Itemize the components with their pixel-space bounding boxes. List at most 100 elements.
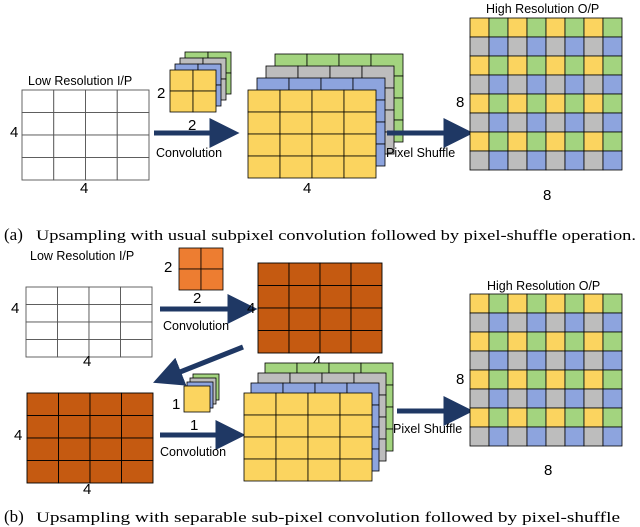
- b-map-width-label: 4: [83, 481, 91, 498]
- output-pixel: [488, 112, 509, 133]
- input-cell: [120, 304, 153, 323]
- output-pixel: [488, 17, 509, 38]
- output-pixel: [488, 369, 509, 390]
- map-cell: [58, 437, 91, 461]
- output-pixel: [545, 312, 566, 333]
- feature-cell: [319, 285, 352, 309]
- feature-cell-0: [307, 414, 341, 438]
- map-cell: [121, 415, 154, 439]
- map-cell: [26, 392, 59, 416]
- feature-cell-0: [343, 111, 377, 135]
- feature-cell: [350, 262, 383, 286]
- output-pixel: [526, 36, 547, 57]
- output-pixel: [507, 112, 528, 133]
- output-pixel: [602, 74, 623, 95]
- a-kernel-width-label: 2: [188, 117, 196, 134]
- output-pixel: [583, 36, 604, 57]
- b-caption-tag: (b): [4, 507, 24, 526]
- output-pixel: [545, 74, 566, 95]
- output-pixel: [564, 131, 585, 152]
- feature-cell-0: [311, 155, 345, 179]
- map-cell: [89, 460, 122, 484]
- output-pixel: [507, 407, 528, 428]
- output-pixel: [602, 369, 623, 390]
- input-cell: [116, 134, 150, 158]
- feature-cell: [319, 262, 352, 286]
- feature-cell: [319, 330, 352, 354]
- output-pixel: [564, 36, 585, 57]
- output-pixel: [507, 293, 528, 314]
- b-output-width-label: 8: [544, 462, 552, 479]
- map-cell: [58, 460, 91, 484]
- input-cell: [120, 321, 153, 340]
- input-cell: [85, 112, 118, 136]
- output-pixel: [602, 36, 623, 57]
- feature-cell-0: [247, 89, 281, 113]
- output-pixel: [545, 426, 566, 447]
- output-pixel: [526, 55, 547, 76]
- input-cell: [53, 134, 86, 158]
- feature-cell-0: [343, 133, 377, 157]
- map-cell: [89, 415, 122, 439]
- a-conv-label: Convolution: [156, 146, 222, 160]
- kernel-cell-0: [192, 90, 217, 113]
- output-pixel: [507, 93, 528, 114]
- feature-cell: [319, 307, 352, 331]
- output-pixel: [469, 150, 490, 171]
- output-pixel: [469, 74, 490, 95]
- output-pixel: [488, 93, 509, 114]
- output-pixel: [564, 331, 585, 352]
- output-pixel: [507, 369, 528, 390]
- output-pixel: [545, 369, 566, 390]
- output-pixel: [545, 407, 566, 428]
- output-pixel: [507, 426, 528, 447]
- feature-cell: [350, 307, 383, 331]
- kernel-cell-0: [169, 69, 194, 92]
- kernel1-cell-0: [183, 385, 211, 413]
- kernel-cell: [200, 268, 224, 291]
- output-pixel: [564, 74, 585, 95]
- b-output-title: High Resolution O/P: [487, 279, 600, 293]
- output-pixel: [469, 93, 490, 114]
- input-cell: [25, 321, 58, 340]
- input-cell: [53, 112, 86, 136]
- output-pixel: [564, 93, 585, 114]
- output-pixel: [545, 388, 566, 409]
- input-cell: [116, 112, 150, 136]
- output-pixel: [526, 131, 547, 152]
- a-output-grid: [469, 17, 623, 171]
- feature-cell-0: [339, 436, 373, 460]
- output-pixel: [488, 388, 509, 409]
- output-pixel: [545, 150, 566, 171]
- output-pixel: [469, 407, 490, 428]
- output-pixel: [469, 312, 490, 333]
- output-pixel: [507, 312, 528, 333]
- a-feature-width-label: 4: [303, 180, 311, 197]
- output-pixel: [469, 293, 490, 314]
- output-pixel: [602, 293, 623, 314]
- feature-cell: [257, 285, 290, 309]
- b-output-height-label: 8: [456, 371, 464, 388]
- input-cell: [120, 339, 153, 358]
- a-shuffle-label: Pixel Shuffle: [386, 146, 455, 160]
- output-pixel: [564, 112, 585, 133]
- b-output-grid: [469, 293, 623, 447]
- output-pixel: [583, 293, 604, 314]
- output-pixel: [526, 388, 547, 409]
- feature-cell: [288, 307, 321, 331]
- output-pixel: [545, 131, 566, 152]
- b-kernel2-width-label: 1: [190, 417, 198, 434]
- output-pixel: [488, 312, 509, 333]
- output-pixel: [602, 17, 623, 38]
- a-output-height-label: 8: [456, 94, 464, 111]
- output-pixel: [526, 293, 547, 314]
- output-pixel: [526, 150, 547, 171]
- a-feature-stack: [247, 53, 404, 179]
- input-cell: [21, 112, 55, 136]
- feature-cell-0: [279, 133, 313, 157]
- output-pixel: [526, 331, 547, 352]
- output-pixel: [564, 407, 585, 428]
- output-pixel: [583, 74, 604, 95]
- map-cell: [26, 437, 59, 461]
